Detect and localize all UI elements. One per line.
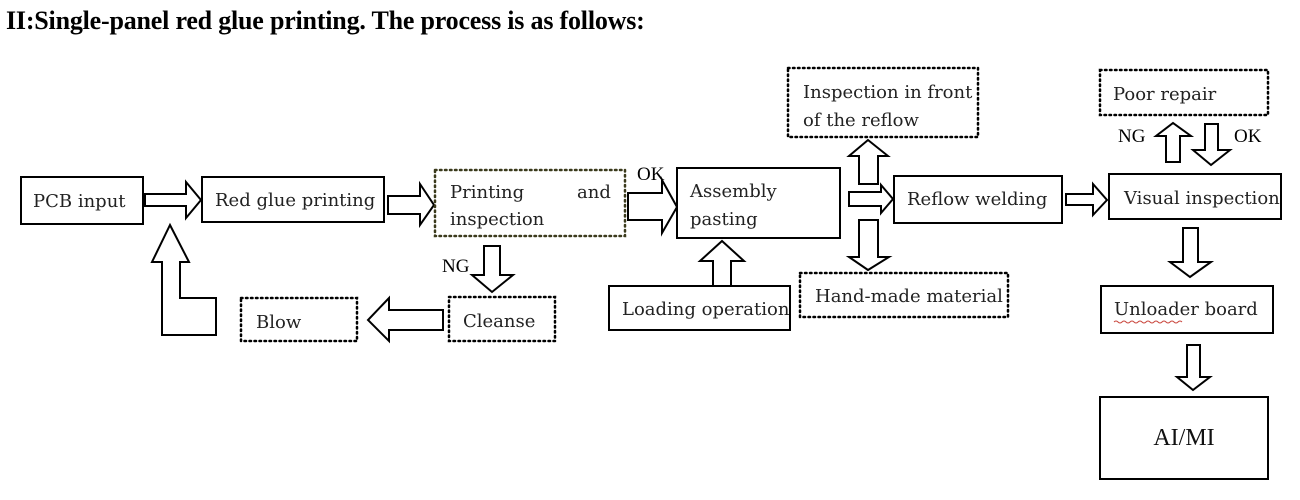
node-blow-label: Blow <box>256 312 302 333</box>
node-reflow-welding: Reflow welding <box>893 175 1063 224</box>
node-inspection-before-reflow: Inspection in front of the reflow <box>786 66 980 139</box>
node-printing-inspection-label-1b: and <box>577 182 611 203</box>
node-cleanse-label: Cleanse <box>463 311 535 332</box>
arrow-visual-to-poor-repair <box>1153 121 1195 163</box>
page-title: II:Single-panel red glue printing. The p… <box>6 6 645 35</box>
node-cleanse: Cleanse <box>447 295 557 343</box>
node-printing-inspection-label-2: inspection <box>450 209 545 230</box>
node-inspection-before-reflow-label-2: of the reflow <box>803 110 920 131</box>
arrow-poor-repair-to-visual <box>1190 123 1233 167</box>
arrow-printing-to-assembly <box>627 176 679 237</box>
label-ng-visual: NG <box>1118 126 1146 147</box>
arrow-assembly-to-reflow <box>848 182 895 216</box>
node-blow: Blow <box>239 296 359 343</box>
node-printing-inspection: Printing and inspection <box>433 168 627 238</box>
label-ng-printing: NG <box>442 256 470 277</box>
arrow-return-to-red-glue <box>150 222 217 336</box>
node-unloader-board-label: Unloader board <box>1114 299 1258 320</box>
node-unloader-board: Unloader board <box>1100 285 1274 334</box>
node-poor-repair-label: Poor repair <box>1113 84 1217 105</box>
node-red-glue-printing: Red glue printing <box>201 176 385 223</box>
arrow-cleanse-to-blow <box>366 295 444 344</box>
arrow-to-hand-made-material <box>845 219 893 272</box>
arrow-loading-to-assembly <box>697 239 747 287</box>
label-ok-visual: OK <box>1234 126 1262 147</box>
node-hand-made-material: Hand-made material <box>798 271 1010 319</box>
arrow-reflow-to-visual <box>1065 181 1109 218</box>
arrow-visual-to-unloader <box>1167 227 1215 279</box>
node-pcb-input-label: PCB input <box>33 191 126 212</box>
arrow-unloader-to-ai-mi <box>1174 344 1213 392</box>
arrow-printing-to-cleanse <box>469 245 516 294</box>
node-ai-mi-label: AI/MI <box>1153 425 1214 451</box>
node-printing-inspection-label-1: Printing <box>450 182 524 203</box>
node-hand-made-material-label: Hand-made material <box>815 286 1003 307</box>
node-inspection-before-reflow-label-1: Inspection in front <box>803 82 973 103</box>
arrow-pcb-to-red-glue <box>144 179 203 221</box>
spellcheck-underline <box>1113 320 1183 324</box>
node-loading-operation-label: Loading operation <box>622 299 790 320</box>
node-poor-repair: Poor repair <box>1098 68 1270 117</box>
node-assembly-pasting: Assembly pasting <box>676 167 841 239</box>
arrow-red-glue-to-printing-inspection <box>387 180 436 229</box>
label-ok-printing: OK <box>637 164 665 185</box>
node-pcb-input: PCB input <box>20 176 144 225</box>
node-red-glue-printing-label: Red glue printing <box>215 190 375 211</box>
node-reflow-welding-label: Reflow welding <box>907 189 1047 210</box>
node-visual-inspection-label: Visual inspection <box>1123 188 1280 209</box>
node-visual-inspection: Visual inspection <box>1108 173 1282 220</box>
node-ai-mi: AI/MI <box>1099 396 1269 480</box>
node-loading-operation: Loading operation <box>608 285 791 331</box>
node-assembly-pasting-label-2: pasting <box>690 209 758 230</box>
node-assembly-pasting-label-1: Assembly <box>689 181 777 202</box>
arrow-to-inspection-before-reflow <box>846 138 891 185</box>
